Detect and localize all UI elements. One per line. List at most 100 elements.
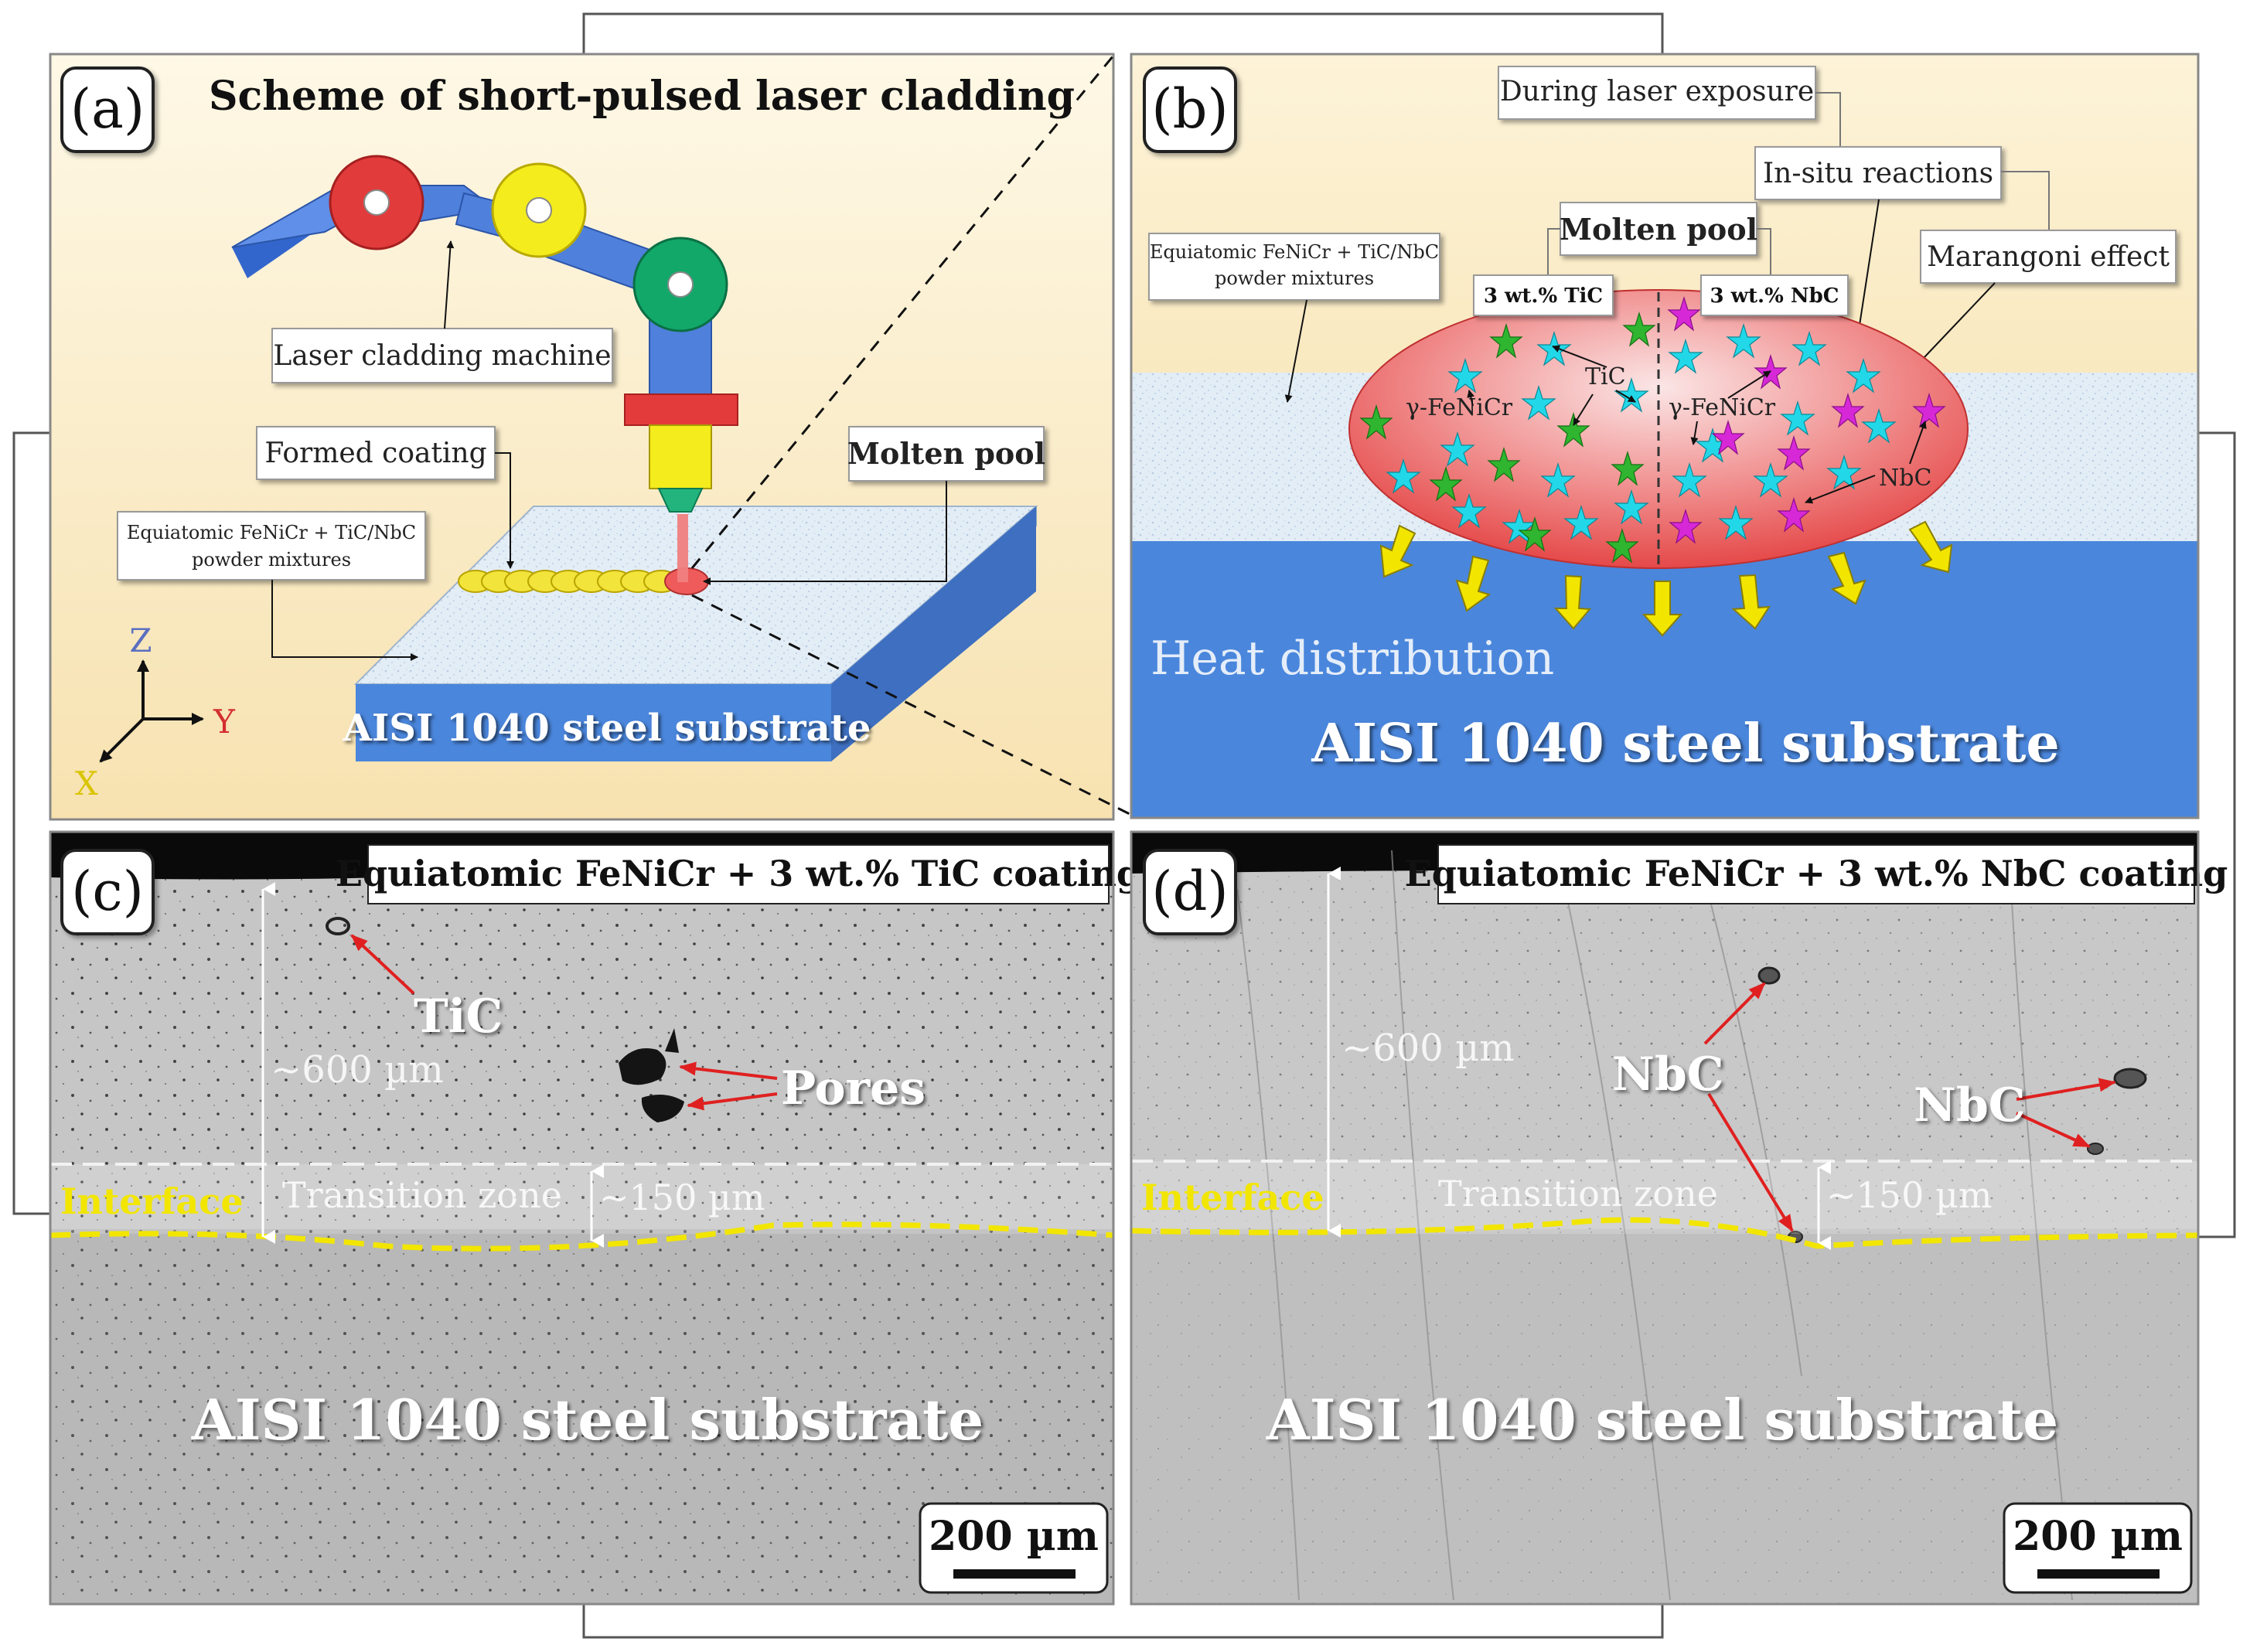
formed-coating-label-box xyxy=(256,426,496,480)
panel-c-transition-label: Transition zone xyxy=(282,1174,562,1216)
panel-c-transition-band xyxy=(50,1164,1113,1234)
panel-d: (d) Equiatomic FeNiCr + 3 wt.% NbC coati… xyxy=(1130,830,2228,1606)
panel-b-substrate-label: AISI 1040 steel substrate xyxy=(1311,713,2059,775)
nbc-arrow-4 xyxy=(2016,1112,2091,1148)
panel-c-substrate-label: AISI 1040 steel substrate xyxy=(191,1387,984,1453)
panel-d-transition-thickness: ~150 µm xyxy=(1826,1174,1992,1216)
panel-d-thickness-label: ~600 µm xyxy=(1341,1027,1515,1070)
outer-bracket-lines xyxy=(12,12,2236,1639)
laser-cladding-machine xyxy=(231,155,738,513)
panel-c-letter: (c) xyxy=(71,860,144,923)
panel-d-letter-box xyxy=(1143,849,1237,935)
axis-z-label: Z xyxy=(129,622,152,659)
panel-b-powder-label-line2: powder mixtures xyxy=(1215,267,1374,289)
during-laser-label-box xyxy=(1498,66,1816,120)
panel-d-title: Equiatomic FeNiCr + 3 wt.% NbC coating xyxy=(1405,853,2228,894)
panel-a: (a) Scheme of short-pulsed laser claddin… xyxy=(49,53,1115,821)
panel-d-transition-label: Transition zone xyxy=(1438,1173,1718,1214)
panel-a-substrate-label: AISI 1040 steel substrate xyxy=(343,707,871,750)
panel-d-interface-label: Interface xyxy=(1141,1177,1324,1218)
tic-arrow xyxy=(350,934,415,995)
panel-a-powder-label-line2: powder mixtures xyxy=(192,549,351,571)
panel-d-nbc-label-2: NbC xyxy=(1914,1078,2026,1133)
panel-b-border xyxy=(1130,53,2200,819)
panel-c-scale-label: 200 µm xyxy=(929,1513,1099,1560)
nbc-particle-marker-2 xyxy=(2113,1068,2147,1089)
panel-b-letter: (b) xyxy=(1151,77,1228,141)
substrate-right-face xyxy=(831,506,1036,761)
pores-arrow-2 xyxy=(687,1092,778,1111)
panel-c-pores-label: Pores xyxy=(781,1061,926,1116)
molten-pool-bracket xyxy=(1547,228,1771,280)
panel-b-tic-label: TiC xyxy=(1585,363,1626,390)
panel-c-scale-bar xyxy=(953,1569,1076,1579)
tic-particle-marker xyxy=(326,917,350,935)
panel-c-interface-line xyxy=(49,1221,1114,1252)
panel-a-letter: (a) xyxy=(70,77,145,141)
axis-y-label: Y xyxy=(213,703,236,741)
nbc-side-label: 3 wt.% NbC xyxy=(1710,284,1839,308)
zoom-lines xyxy=(690,55,1134,817)
axis-x-label: X xyxy=(75,765,98,802)
star-green xyxy=(1359,311,1656,564)
pores-arrow-1 xyxy=(679,1061,778,1080)
panel-d-scratches xyxy=(1236,850,2073,1601)
laser-beam xyxy=(677,514,688,582)
panel-d-nbc-label-1: NbC xyxy=(1612,1047,1724,1102)
panel-a-powder-label-box xyxy=(117,511,426,581)
laser-machine-label-box xyxy=(271,328,613,383)
panel-d-interface-line xyxy=(1130,1217,2199,1249)
panel-c-border xyxy=(49,830,1115,1606)
marangoni-label-box xyxy=(1920,230,2177,284)
formed-coating-leader xyxy=(495,452,514,569)
tic-side-label: 3 wt.% TiC xyxy=(1484,284,1603,308)
panel-c-title-box xyxy=(367,844,1110,904)
tic-side-label-box xyxy=(1473,274,1614,316)
heat-arrows xyxy=(1379,520,1953,637)
panel-b-powder-label-box xyxy=(1148,233,1440,301)
panel-c-thickness-label: ~600 µm xyxy=(271,1048,444,1092)
substrate-front-face xyxy=(356,684,831,761)
panel-a-molten-pool-label-box xyxy=(848,426,1045,482)
marangoni-label: Marangoni effect xyxy=(1927,241,2170,273)
nbc-particle-marker-3 xyxy=(2087,1143,2104,1155)
panel-b-powder-leader xyxy=(1284,299,1307,403)
heat-distribution-label: Heat distribution xyxy=(1151,632,1554,686)
panel-a-powder-label-line1: Equiatomic FeNiCr + TiC/NbC xyxy=(127,522,416,543)
panel-d-scale-label: 200 µm xyxy=(2013,1513,2183,1560)
laser-machine-label: Laser cladding machine xyxy=(273,340,611,372)
nbc-particle-marker-1 xyxy=(1757,966,1781,985)
panel-b-letter-box xyxy=(1143,66,1237,153)
star-cyan xyxy=(1386,322,1897,544)
panel-b: (b) During laser exposure In-situ reacti… xyxy=(1130,53,2200,819)
laser-machine-leader xyxy=(444,240,455,329)
insitu-label-box xyxy=(1754,146,2002,200)
nbc-arrow-1 xyxy=(1703,982,1766,1045)
panel-d-substrate-label: AISI 1040 steel substrate xyxy=(1266,1387,2058,1453)
panel-c-interface-label: Interface xyxy=(60,1180,244,1222)
panel-b-nbc-label: NbC xyxy=(1879,465,1931,492)
panel-a-letter-box xyxy=(60,66,155,153)
panel-d-border xyxy=(1130,830,2200,1606)
panel-a-title: Scheme of short-pulsed laser cladding xyxy=(209,73,1075,120)
panel-d-letter: (d) xyxy=(1151,860,1228,923)
panel-c: (c) Equiatomic FeNiCr + 3 wt.% TiC coati… xyxy=(49,830,1141,1606)
nbc-arrow-2 xyxy=(1707,1092,1794,1232)
laser-head-yellow-block xyxy=(649,424,712,489)
panel-b-powder-label-line1: Equiatomic FeNiCr + TiC/NbC xyxy=(1150,241,1439,263)
panel-a-powder-leader xyxy=(271,580,418,661)
pool-internal-arrows xyxy=(1467,345,1927,504)
panel-a-molten-pool-leader xyxy=(703,481,947,585)
during-laser-label: During laser exposure xyxy=(1500,76,1814,107)
formed-coating-track xyxy=(458,567,709,595)
panel-d-scale-bar xyxy=(2037,1569,2160,1579)
during-laser-bracket xyxy=(1815,92,1841,147)
nbc-side-label-box xyxy=(1700,274,1849,316)
gamma-right-label: γ-FeNiCr xyxy=(1669,394,1776,421)
panel-c-letter-box xyxy=(60,849,155,935)
panel-a-molten-pool-label: Molten pool xyxy=(847,436,1045,471)
gamma-left-label: γ-FeNiCr xyxy=(1406,394,1513,421)
laser-nozzle xyxy=(657,488,704,513)
